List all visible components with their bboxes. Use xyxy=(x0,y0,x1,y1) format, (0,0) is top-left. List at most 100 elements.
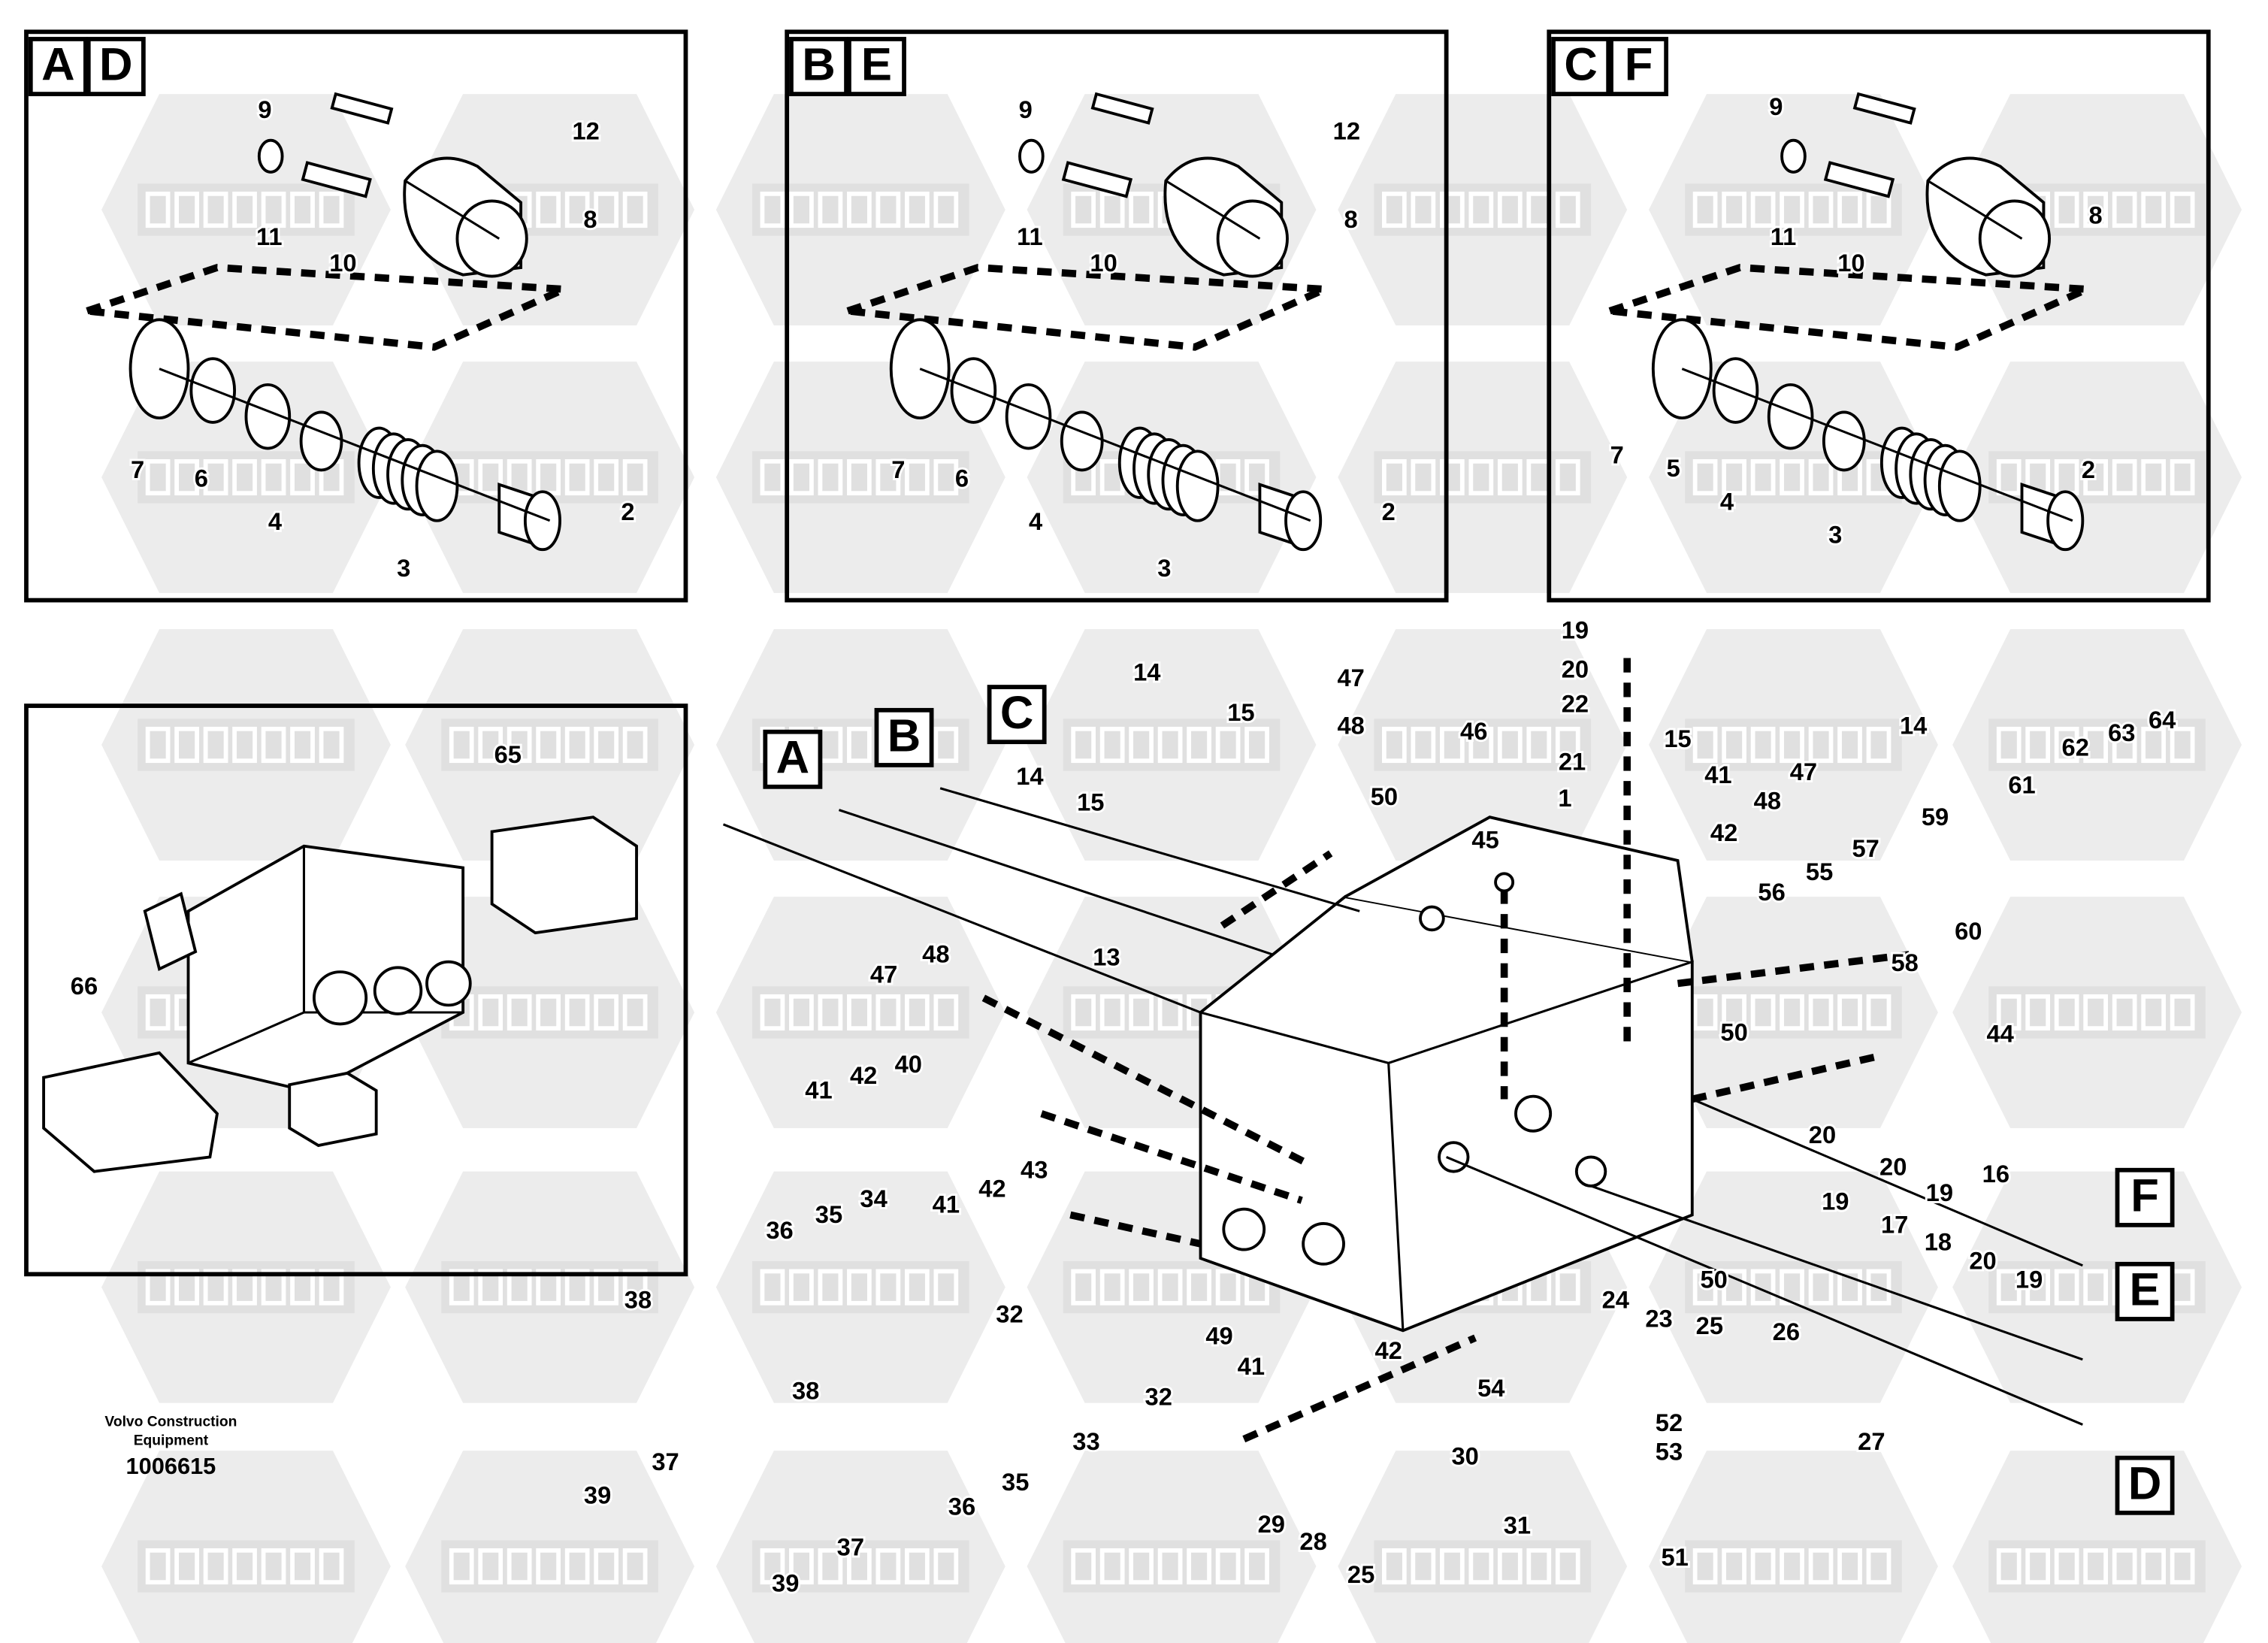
detail-panel-ad xyxy=(24,29,688,603)
svg-text:D: D xyxy=(2128,1457,2161,1509)
callout-24: 24 xyxy=(1602,1286,1630,1314)
callout-20: 20 xyxy=(1562,655,1589,683)
view-marker-c[interactable]: C xyxy=(987,685,1047,745)
callout-19: 19 xyxy=(2015,1266,2043,1294)
panel-letter-b[interactable]: B xyxy=(789,37,848,96)
callout-19: 19 xyxy=(1822,1188,1849,1215)
callout-32: 32 xyxy=(996,1300,1023,1328)
callout-59: 59 xyxy=(1922,803,1949,831)
callout-64: 64 xyxy=(2149,706,2176,734)
callout-39: 39 xyxy=(772,1569,799,1597)
drawing-number: 1006615 xyxy=(126,1453,216,1479)
callout-9: 9 xyxy=(1769,92,1783,120)
callout-41: 41 xyxy=(933,1191,960,1218)
callout-30: 30 xyxy=(1451,1442,1478,1469)
watermark-logo-compart xyxy=(101,94,391,325)
callout-49: 49 xyxy=(1205,1322,1232,1350)
watermark-logo-compart xyxy=(1649,897,1938,1128)
watermark-logo-compart xyxy=(1027,629,1317,861)
watermark-logo-kompart xyxy=(715,1451,1005,1643)
callout-32: 32 xyxy=(1145,1382,1172,1410)
callout-52: 52 xyxy=(1656,1409,1683,1436)
callout-14: 14 xyxy=(1133,658,1161,685)
callout-14: 14 xyxy=(1016,762,1044,790)
callout-36: 36 xyxy=(766,1216,793,1244)
watermark-logo-compart xyxy=(715,1171,1005,1403)
callout-17: 17 xyxy=(1881,1210,1908,1238)
callout-11: 11 xyxy=(1771,222,1797,250)
svg-text:F: F xyxy=(2130,1170,2159,1222)
view-marker-f[interactable]: F xyxy=(2115,1167,2175,1227)
watermark-logo-compart xyxy=(1338,629,1628,861)
callout-12: 12 xyxy=(1333,117,1360,145)
callout-20: 20 xyxy=(1879,1152,1907,1180)
view-marker-e[interactable]: E xyxy=(2115,1261,2175,1321)
panel-letter-a[interactable]: A xyxy=(28,37,88,96)
watermark-logo-compart xyxy=(715,629,1005,861)
panel-letter-c[interactable]: C xyxy=(1551,37,1611,96)
callout-66: 66 xyxy=(71,972,98,1000)
callout-19: 19 xyxy=(1562,616,1589,644)
callout-10: 10 xyxy=(1090,249,1117,277)
callout-54: 54 xyxy=(1477,1374,1505,1402)
callout-6: 6 xyxy=(195,464,208,492)
callout-48: 48 xyxy=(922,940,949,968)
callout-19: 19 xyxy=(1926,1179,1953,1206)
panel-letter-f[interactable]: F xyxy=(1609,37,1669,96)
watermark-logo-compart xyxy=(1952,629,2242,861)
watermark-logo-kompart xyxy=(1952,362,2242,593)
callout-48: 48 xyxy=(1754,787,1781,815)
callout-65: 65 xyxy=(494,740,522,768)
view-marker-b[interactable]: B xyxy=(874,707,934,767)
view-marker-d[interactable]: D xyxy=(2115,1455,2175,1515)
callout-15: 15 xyxy=(1077,788,1104,816)
watermark-logo-kompart xyxy=(1338,1451,1628,1643)
callout-7: 7 xyxy=(131,455,144,483)
callout-44: 44 xyxy=(1986,1019,2014,1047)
callout-50: 50 xyxy=(1720,1018,1747,1046)
callout-61: 61 xyxy=(2008,770,2035,798)
callout-51: 51 xyxy=(1661,1543,1688,1571)
callout-38: 38 xyxy=(624,1286,652,1314)
callout-28: 28 xyxy=(1299,1527,1326,1555)
callout-14: 14 xyxy=(1900,712,1928,740)
callout-41: 41 xyxy=(805,1076,832,1103)
callout-29: 29 xyxy=(1258,1510,1285,1538)
callout-4: 4 xyxy=(1029,507,1043,535)
callout-6: 6 xyxy=(955,464,969,492)
callout-48: 48 xyxy=(1337,712,1364,740)
view-marker-a[interactable]: A xyxy=(763,729,823,789)
drawing-credit: Volvo Construction Equipment 1006615 xyxy=(104,1414,237,1479)
callout-2: 2 xyxy=(2082,455,2095,483)
callout-35: 35 xyxy=(815,1200,842,1228)
callout-8: 8 xyxy=(1344,205,1358,233)
callout-12: 12 xyxy=(572,117,599,145)
panel-letter-d[interactable]: D xyxy=(86,37,146,96)
watermark-logo-kompart xyxy=(405,1171,695,1403)
watermark-logo-compart xyxy=(1027,1451,1317,1643)
watermark-logo-kompart xyxy=(1952,1451,2242,1643)
watermark-logo-kompart xyxy=(1649,1171,1938,1403)
callout-47: 47 xyxy=(1790,758,1817,785)
detail-parts-group xyxy=(846,92,1326,552)
callout-3: 3 xyxy=(397,554,410,582)
callout-60: 60 xyxy=(1955,917,1982,945)
callout-39: 39 xyxy=(584,1481,611,1508)
detail-parts-group xyxy=(1608,92,2089,552)
callout-9: 9 xyxy=(1019,95,1033,123)
detail-panel-cf xyxy=(1547,29,2211,603)
watermark-logo-compart xyxy=(101,1171,391,1403)
callout-45: 45 xyxy=(1471,826,1498,854)
callout-42: 42 xyxy=(1710,818,1737,846)
callout-47: 47 xyxy=(870,961,897,988)
detail-panel-be xyxy=(785,29,1449,603)
panel-letter-e[interactable]: E xyxy=(847,37,906,96)
callout-53: 53 xyxy=(1656,1438,1683,1466)
callout-3: 3 xyxy=(1157,554,1171,582)
callout-37: 37 xyxy=(837,1533,864,1561)
callout-3: 3 xyxy=(1828,521,1842,549)
publisher-line2: Equipment xyxy=(134,1433,209,1448)
svg-text:C: C xyxy=(1564,39,1597,91)
